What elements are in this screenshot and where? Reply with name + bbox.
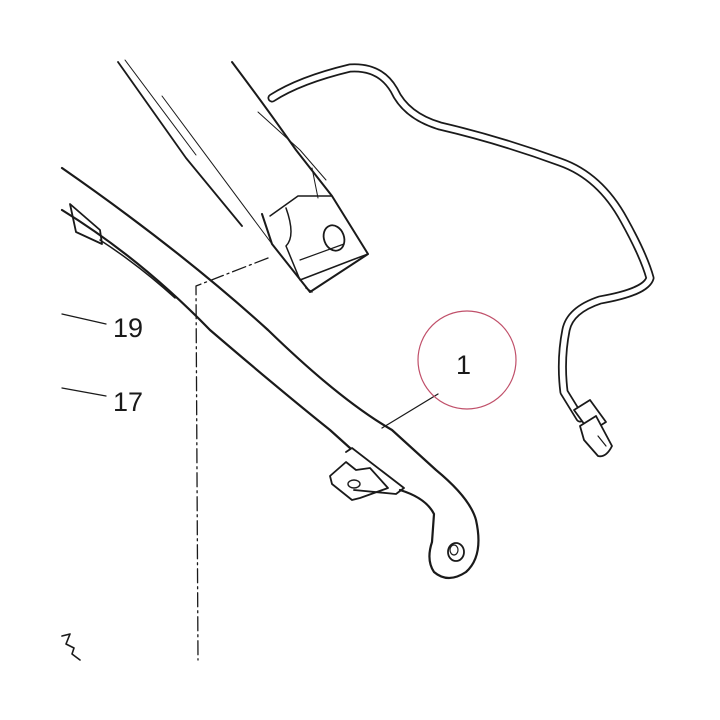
- leader-lines: [61, 313, 439, 429]
- cable-connector: [573, 399, 613, 458]
- break-symbol: [61, 633, 81, 661]
- leader-1: [381, 393, 439, 429]
- leader-17: [61, 387, 107, 397]
- leader-19: [61, 313, 107, 325]
- callout-label-1: 1: [456, 350, 472, 380]
- callout-1-highlight-circle: [417, 310, 517, 410]
- centerline: [195, 257, 269, 661]
- upper-frame-part: [117, 59, 369, 293]
- callout-label-19: 19: [113, 313, 144, 343]
- cable-harness: [267, 63, 655, 458]
- bracket-rail: [60, 166, 480, 580]
- callout-label-17: 17: [113, 387, 144, 417]
